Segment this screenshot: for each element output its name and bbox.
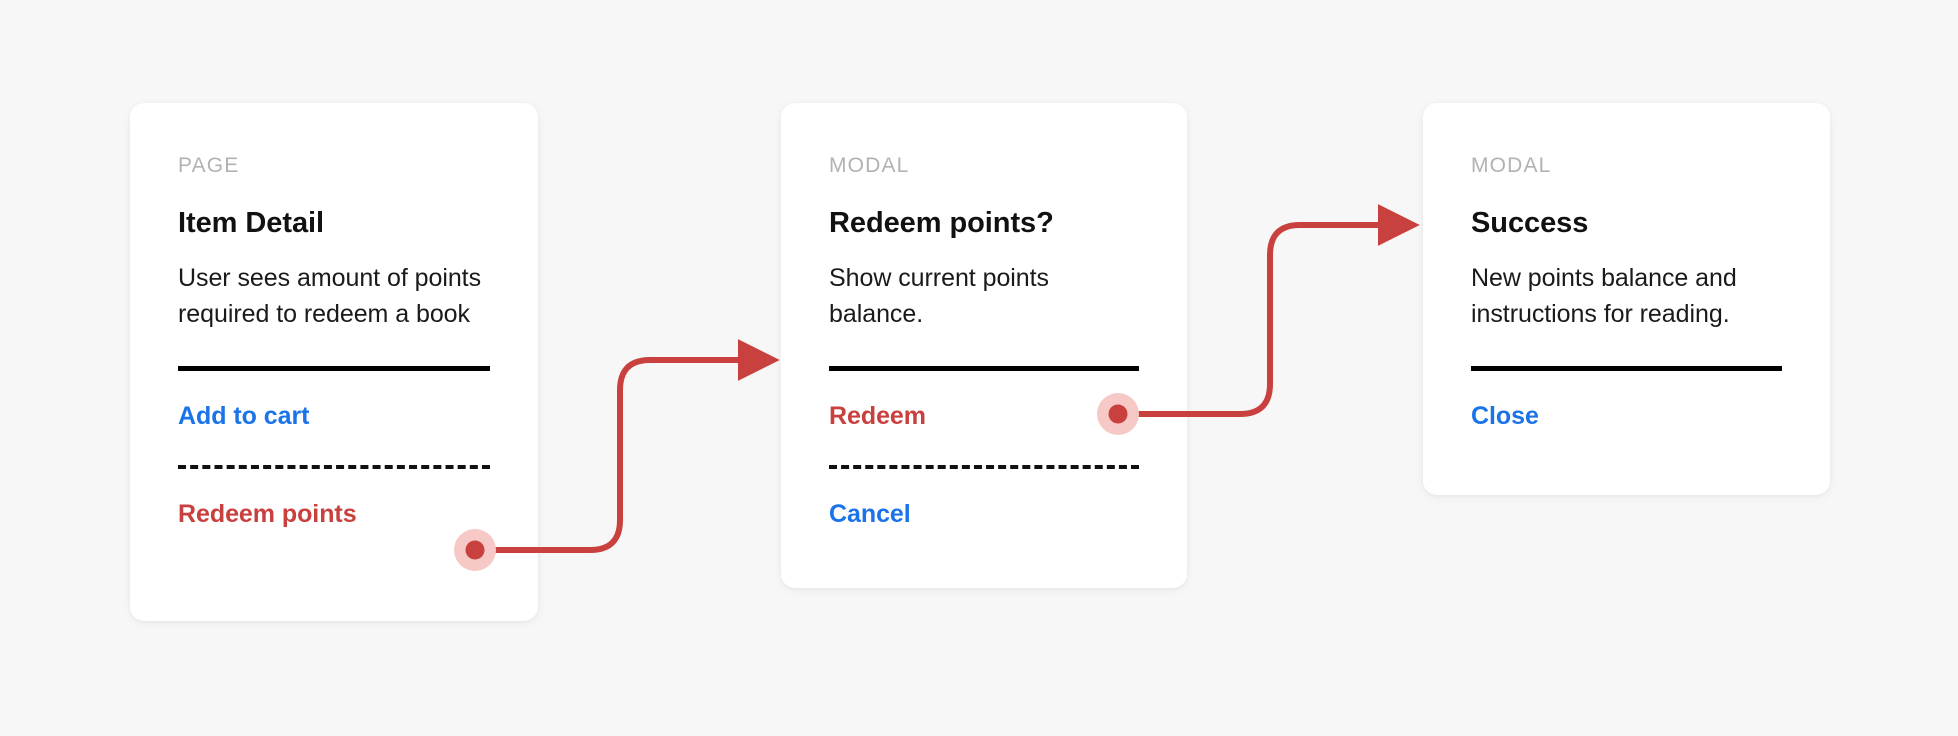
- spacer: [1471, 371, 1782, 404]
- connector-dot-redeem-points[interactable]: [465, 540, 485, 560]
- card-success-description: New points balance and instructions for …: [1471, 264, 1737, 328]
- card-redeem-points-content: MODAL Redeem points? Show current points…: [829, 155, 1139, 527]
- connector-dot-redeem[interactable]: [1108, 404, 1128, 424]
- card-redeem-points-description: Show current points balance.: [829, 264, 1049, 328]
- card-success-modal[interactable]: MODAL Success New points balance and ins…: [1423, 103, 1830, 495]
- spacer: [829, 371, 1139, 404]
- card-redeem-points-kicker: MODAL: [829, 154, 910, 177]
- action-close[interactable]: Close: [1471, 402, 1539, 431]
- card-success-divider-solid: [1471, 366, 1782, 372]
- card-success-kicker: MODAL: [1471, 154, 1552, 177]
- spacer: [178, 429, 490, 465]
- card-success-content: MODAL Success New points balance and ins…: [1471, 155, 1782, 429]
- action-redeem-points[interactable]: Redeem points: [178, 500, 357, 529]
- action-redeem[interactable]: Redeem: [829, 402, 926, 431]
- card-item-detail-kicker: PAGE: [178, 154, 240, 177]
- action-cancel[interactable]: Cancel: [829, 500, 911, 529]
- spacer: [829, 469, 1139, 502]
- card-redeem-points-divider-dashed: [829, 465, 1139, 470]
- card-redeem-points-modal[interactable]: MODAL Redeem points? Show current points…: [781, 103, 1187, 588]
- card-item-detail[interactable]: PAGE Item Detail User sees amount of poi…: [130, 103, 538, 621]
- card-redeem-points-title: Redeem points?: [829, 207, 1054, 239]
- spacer: [178, 371, 490, 404]
- spacer: [829, 429, 1139, 465]
- action-add-to-cart[interactable]: Add to cart: [178, 402, 310, 431]
- card-item-detail-description: User sees amount of points required to r…: [178, 264, 482, 328]
- card-item-detail-divider-dashed: [178, 465, 490, 470]
- spacer: [178, 469, 490, 502]
- card-item-detail-title: Item Detail: [178, 207, 325, 239]
- card-item-detail-content: PAGE Item Detail User sees amount of poi…: [178, 155, 490, 527]
- card-success-title: Success: [1471, 207, 1589, 239]
- card-item-detail-divider-solid: [178, 366, 490, 372]
- card-redeem-points-divider-solid: [829, 366, 1139, 372]
